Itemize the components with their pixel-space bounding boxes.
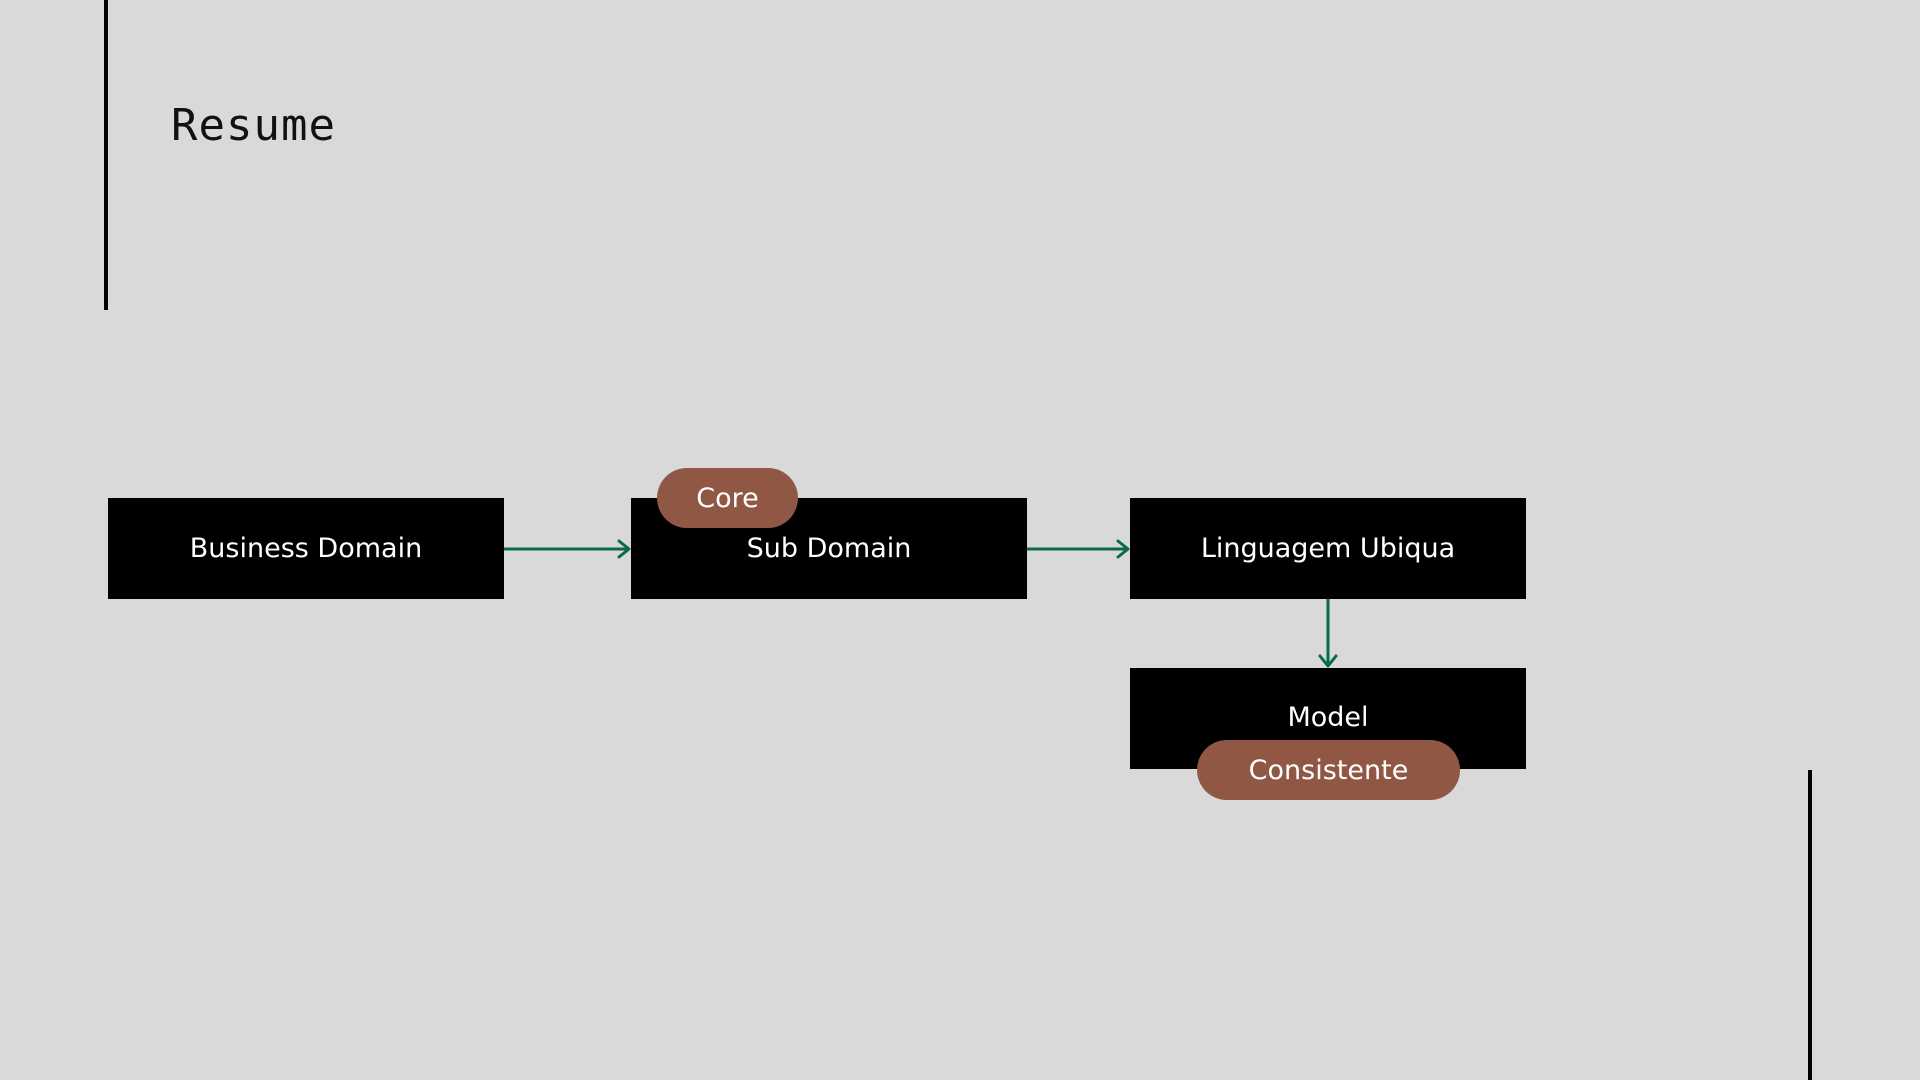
arrow-linguagem-to-model (1318, 599, 1338, 668)
right-accent-line (1808, 770, 1812, 1080)
node-linguagem-ubiqua: Linguagem Ubiqua (1130, 498, 1526, 599)
slide-title: Resume (171, 100, 336, 151)
tag-core: Core (657, 468, 798, 528)
node-label: Business Domain (189, 533, 423, 564)
node-label: Sub Domain (746, 533, 912, 564)
node-label: Linguagem Ubiqua (1200, 533, 1456, 564)
node-label: Model (1287, 702, 1369, 733)
arrow-business-to-sub (504, 539, 631, 559)
tag-consistente: Consistente (1197, 740, 1460, 800)
node-business-domain: Business Domain (108, 498, 504, 599)
left-accent-line (104, 0, 108, 310)
arrow-sub-to-linguagem (1027, 539, 1130, 559)
